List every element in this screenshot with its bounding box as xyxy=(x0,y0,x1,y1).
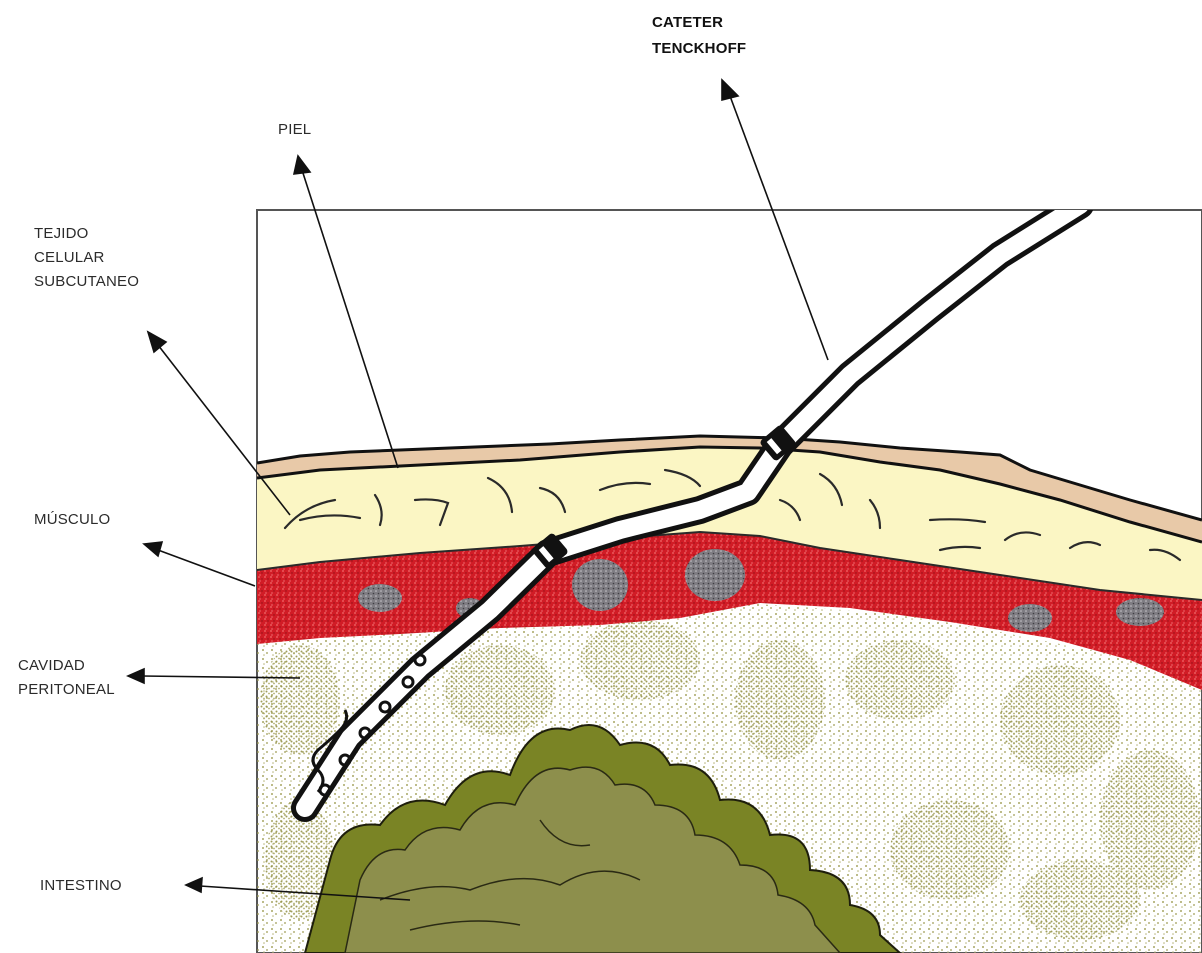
peritoneal-arrowhead xyxy=(128,669,144,683)
label-peritoneal: CAVIDAD PERITONEAL xyxy=(18,654,115,702)
label-catheter-line1: CATETER xyxy=(652,10,746,36)
intestine-arrowhead xyxy=(186,878,202,892)
label-catheter-line2: TENCKHOFF xyxy=(652,36,746,62)
label-muscle-line1: MÚSCULO xyxy=(34,508,110,532)
skin-arrowhead xyxy=(294,156,310,174)
label-intestine: INTESTINO xyxy=(40,874,122,898)
label-intestine-line1: INTESTINO xyxy=(40,874,122,898)
label-muscle: MÚSCULO xyxy=(34,508,110,532)
muscle-arrowhead xyxy=(144,542,162,556)
label-subcutaneous-line3: SUBCUTANEO xyxy=(34,270,139,294)
label-subcutaneous-line2: CELULAR xyxy=(34,246,139,270)
subcutaneous-arrowhead xyxy=(148,332,166,352)
muscle-arrow xyxy=(158,550,255,586)
label-skin-line1: PIEL xyxy=(278,118,311,142)
label-skin: PIEL xyxy=(278,118,311,142)
catheter-arrowhead xyxy=(722,80,738,100)
label-peritoneal-line2: PERITONEAL xyxy=(18,678,115,702)
label-subcutaneous-line1: TEJIDO xyxy=(34,222,139,246)
label-subcutaneous: TEJIDO CELULAR SUBCUTANEO xyxy=(34,222,139,294)
label-catheter: CATETER TENCKHOFF xyxy=(652,10,746,62)
label-peritoneal-line1: CAVIDAD xyxy=(18,654,115,678)
